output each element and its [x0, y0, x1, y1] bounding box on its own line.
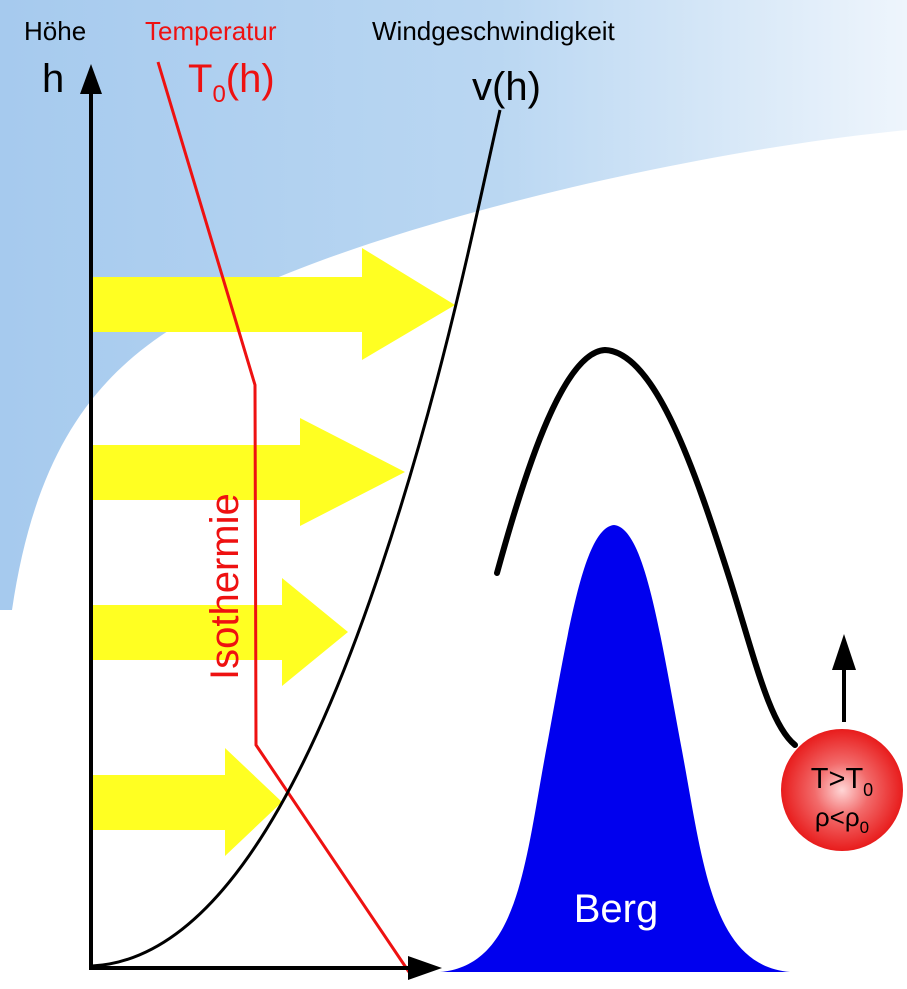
wind-arrows — [90, 248, 455, 856]
up-arrow-icon — [80, 64, 102, 94]
mountain-shape — [440, 525, 790, 972]
wind-arrow-3 — [90, 578, 348, 686]
mountain-label: Berg — [574, 887, 659, 931]
wind-speed-curve — [91, 109, 502, 968]
up-arrow-icon — [832, 634, 856, 670]
right-arrow-icon — [408, 956, 442, 980]
wind-arrow-2 — [90, 418, 405, 526]
wind-arrow-1 — [90, 248, 455, 360]
air-streamline — [494, 346, 798, 748]
sky-background — [0, 0, 907, 610]
height-symbol: h — [42, 57, 64, 101]
wind-caption: Windgeschwindigkeit — [372, 16, 616, 46]
isothermal-label: Isothermie — [203, 493, 247, 680]
temperature-symbol: T0(h) — [188, 57, 275, 108]
air-parcel: T>T0 ρ<ρ0 — [781, 634, 903, 851]
wind-arrow-4 — [90, 748, 282, 856]
parcel-density-label: ρ<ρ0 — [815, 802, 869, 837]
parcel-circle — [781, 729, 903, 851]
wind-symbol: v(h) — [472, 65, 541, 109]
height-caption: Höhe — [24, 16, 86, 46]
temperature-curve — [156, 61, 411, 973]
temperature-caption: Temperatur — [145, 16, 277, 46]
parcel-temperature-label: T>T0 — [811, 763, 873, 800]
axes — [80, 64, 442, 980]
